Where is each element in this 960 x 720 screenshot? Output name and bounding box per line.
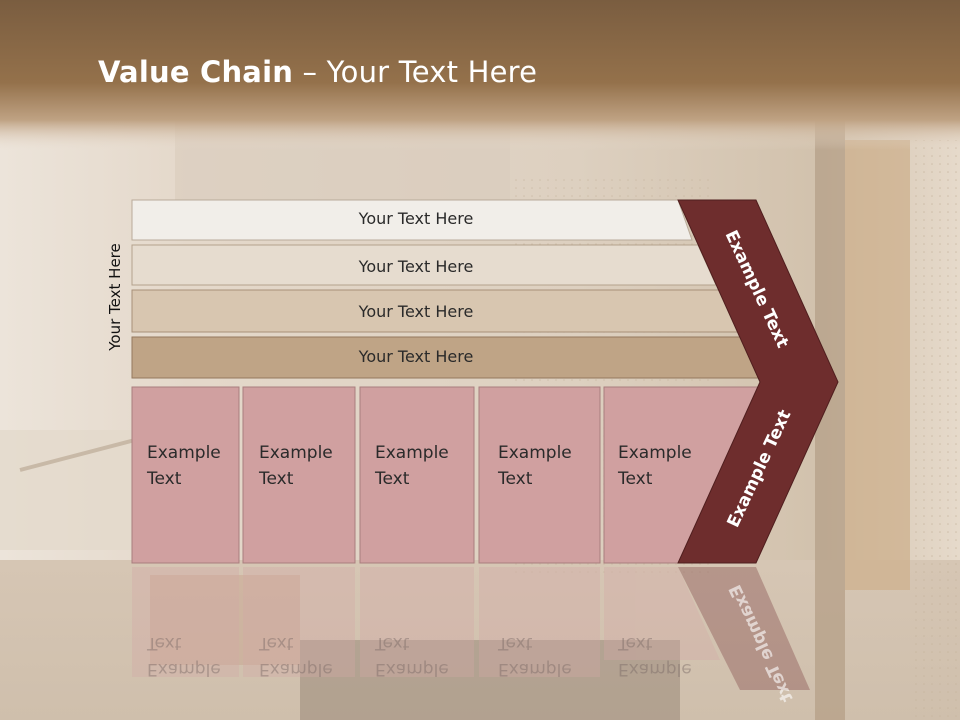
row-label-2: Your Text Here xyxy=(358,257,474,276)
cell-shape-3 xyxy=(359,386,475,564)
slide-title: Value Chain – Your Text Here xyxy=(98,55,538,89)
side-label: Your Text Here xyxy=(106,243,124,351)
cell-shape-4 xyxy=(478,386,601,564)
row-label-1: Your Text Here xyxy=(358,209,474,228)
cell-shape-1 xyxy=(131,386,240,564)
row-label-3: Your Text Here xyxy=(358,302,474,321)
row-shape-1 xyxy=(131,199,693,241)
row-label-4: Your Text Here xyxy=(358,347,474,366)
chevron-shape xyxy=(677,199,839,564)
cell-shape-2 xyxy=(242,386,356,564)
